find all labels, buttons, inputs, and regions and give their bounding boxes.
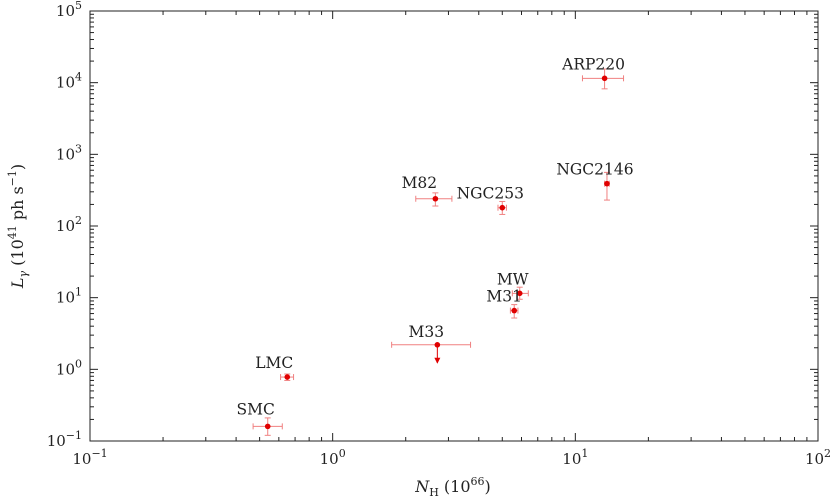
- point-label: MW: [497, 270, 529, 288]
- x-axis-label: NH (1066): [414, 475, 491, 499]
- y-tick-label: 104: [56, 71, 82, 92]
- point-label: M31: [486, 288, 522, 306]
- y-tick-label: 105: [56, 0, 82, 20]
- data-point: [499, 204, 506, 211]
- plot-frame: [89, 10, 819, 442]
- data-point: [434, 341, 441, 348]
- x-tick-label: 10−1: [72, 447, 107, 468]
- point-label: SMC: [237, 400, 275, 418]
- data-point: [604, 180, 610, 187]
- x-tick-label: 102: [805, 447, 830, 468]
- y-tick-label: 103: [56, 142, 82, 163]
- upper-limit-arrowhead: [434, 357, 441, 364]
- point-label: NGC2146: [556, 161, 633, 179]
- y-tick-label: 100: [56, 357, 82, 378]
- data-point: [284, 374, 291, 380]
- x-tick-label: 101: [562, 447, 588, 468]
- data-point: [264, 423, 271, 430]
- x-tick-labels: 10−1 100 101 102: [72, 447, 830, 468]
- point-label: NGC253: [457, 185, 524, 203]
- y-tick-label: 101: [56, 286, 82, 307]
- y-tick-label: 102: [56, 214, 82, 235]
- error-bars: [252, 68, 625, 436]
- point-label: ARP220: [561, 55, 625, 73]
- y-tick-labels: 10−1 100 101 102 103 104 105: [47, 0, 82, 450]
- axis-ticks: [89, 11, 818, 442]
- point-label: M82: [402, 174, 438, 192]
- data-point: [516, 290, 523, 297]
- x-tick-label: 100: [320, 447, 346, 468]
- y-axis-label: Lγ (1041 ph s−1): [6, 164, 30, 289]
- point-label: M33: [409, 323, 445, 341]
- data-point: [511, 307, 518, 314]
- data-point: [601, 75, 608, 82]
- data-points: [264, 75, 610, 430]
- y-tick-label: 10−1: [47, 429, 82, 450]
- point-label: LMC: [255, 354, 293, 372]
- data-point: [432, 195, 439, 202]
